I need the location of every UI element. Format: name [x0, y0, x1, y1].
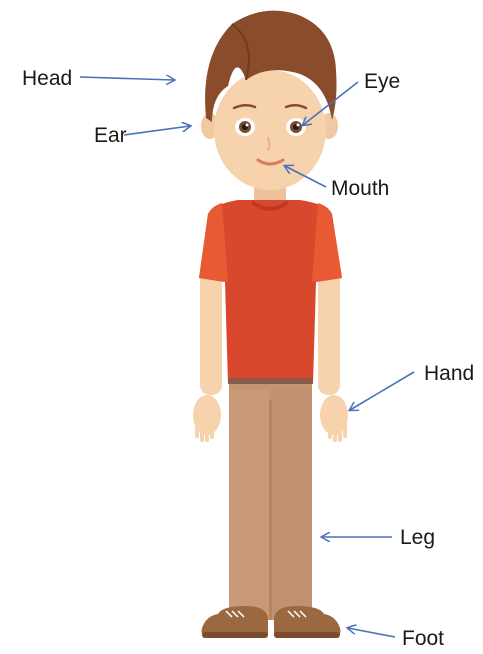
mouth-label: Mouth: [331, 178, 389, 199]
hand-label: Hand: [424, 363, 474, 384]
left-eye: [235, 118, 255, 136]
right-hand: [320, 395, 348, 442]
ear-label: Ear: [94, 125, 127, 146]
foot-arrow: [348, 628, 395, 637]
face: [214, 70, 326, 190]
left-arm: [200, 270, 222, 395]
leg-label: Leg: [400, 527, 435, 548]
left-leg: [229, 390, 269, 620]
head-label: Head: [22, 68, 72, 89]
eye-label: Eye: [364, 71, 400, 92]
left-hand: [193, 395, 221, 442]
boy-illustration: [193, 11, 348, 638]
ear-arrow: [124, 126, 190, 135]
head-arrow: [80, 77, 174, 80]
right-eye: [286, 118, 306, 136]
right-leg: [272, 390, 312, 620]
right-arm: [318, 270, 340, 395]
hand-arrow: [350, 372, 414, 410]
right-shoe: [274, 606, 341, 638]
pants: [229, 382, 312, 620]
left-shoe: [202, 606, 269, 638]
foot-label: Foot: [402, 628, 444, 649]
